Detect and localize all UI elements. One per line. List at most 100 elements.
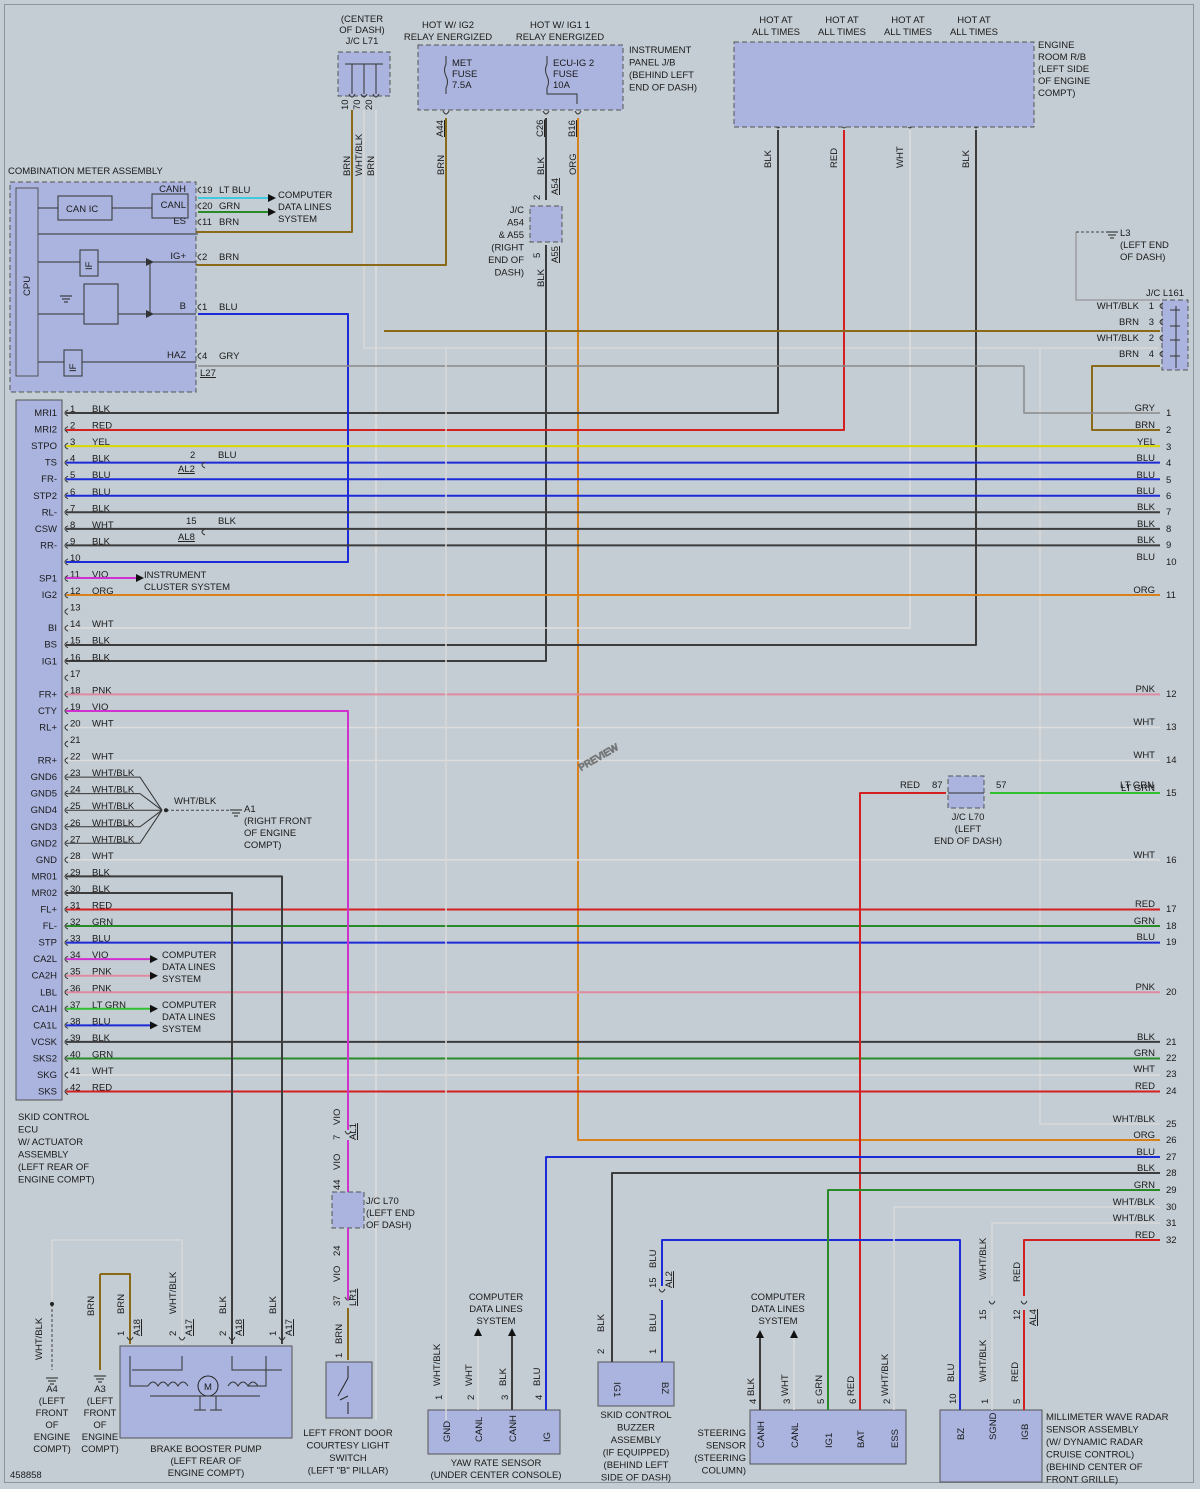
jc-l70-wire-label: LT GRN xyxy=(1120,780,1154,791)
right-edge-wire-label: WHT xyxy=(1133,1064,1155,1075)
brake-booster-pump-label: BRAKE BOOSTER PUMP xyxy=(150,1444,261,1455)
yaw-rate-sensor-box xyxy=(427,1409,561,1455)
al1-connector xyxy=(344,1130,352,1135)
meter-pin-number: 4 xyxy=(202,351,207,362)
ecu-wire-label: WHT xyxy=(92,619,114,630)
ecu-wire-label: BLU xyxy=(92,470,111,481)
engine-room-rb-label: (LEFT SIDE xyxy=(1038,64,1089,75)
ecu-pin-number: 27 xyxy=(70,834,81,845)
a4-location-label: (LEFT xyxy=(39,1396,66,1407)
right-edge-pin-number: 23 xyxy=(1166,1069,1177,1080)
yaw-terminal-label: CANL xyxy=(474,1417,485,1442)
door-switch-label: LEFT FRONT DOOR xyxy=(303,1428,393,1439)
right-edge-wire-label: GRN xyxy=(1134,1180,1155,1191)
ecu-pin-number: 28 xyxy=(70,851,81,862)
right-edge-pin-number: 11 xyxy=(1166,590,1176,601)
meter-wire-label: GRY xyxy=(219,351,240,362)
if-label: IF xyxy=(68,363,79,372)
ecu-pin-number: 35 xyxy=(70,967,81,978)
right-edge-pin-number: 30 xyxy=(1166,1202,1177,1213)
al2b-connector xyxy=(658,1288,666,1293)
ecu-connector xyxy=(64,690,69,698)
a3-location-label: OF xyxy=(93,1420,106,1431)
steering-pin: 6 xyxy=(848,1399,859,1404)
ecu-pin-number: 16 xyxy=(70,652,81,663)
ecu-terminal-label: TS xyxy=(45,458,57,469)
right-edge-pin-number: 28 xyxy=(1166,1168,1177,1179)
ecu-wire-label: WHT xyxy=(92,718,114,729)
door-switch-label: SWITCH xyxy=(329,1453,367,1464)
computer-data-lines-label: DATA LINES xyxy=(469,1304,523,1315)
al2-pin: 2 xyxy=(190,450,195,461)
skid-control-ecu-label: W/ ACTUATOR xyxy=(18,1137,83,1148)
ecu-fuse-symbol xyxy=(545,56,578,104)
met-fuse-symbol xyxy=(444,56,448,94)
ecu-connector xyxy=(64,426,69,433)
ecu-connector xyxy=(64,773,69,781)
meter-pin-number: 2 xyxy=(202,252,207,263)
right-edge-wire-label: GRY xyxy=(1135,403,1156,414)
abs-wire-label: RED xyxy=(829,148,840,168)
ecu-terminal-label: MRI2 xyxy=(34,425,57,436)
lr1-pin: 37 xyxy=(332,1295,343,1306)
ecu-wire-label: PNK xyxy=(92,983,112,994)
right-edge-wire-label: GRN xyxy=(1134,916,1155,927)
ecu-terminal-label: MRI1 xyxy=(34,408,57,419)
jc-l161-connector xyxy=(1159,350,1164,358)
wire-mr01-blk xyxy=(66,875,283,1344)
computer-data-lines-label: COMPUTER xyxy=(278,190,333,201)
right-edge-pin-number: 3 xyxy=(1166,442,1171,453)
ecu-wire-label: BLK xyxy=(92,636,111,647)
booster-connector xyxy=(126,1336,134,1341)
booster-pin: 1 xyxy=(268,1331,279,1336)
ecu-terminal-label: GND xyxy=(36,855,57,866)
ecu-connector xyxy=(64,492,69,500)
al8-pin: 15 xyxy=(186,516,197,527)
door-wire-label: BRN xyxy=(334,1324,345,1344)
meter-pin-name: CANL xyxy=(161,200,186,211)
ecu-terminal-label: CSW xyxy=(35,524,57,535)
ecu-connector xyxy=(64,757,69,764)
ipjb-connector xyxy=(442,110,450,115)
meter-wire-label: BRN xyxy=(219,252,239,263)
ecu-terminal-label: RL- xyxy=(42,507,57,518)
radar-terminal-label: IGB xyxy=(1020,1424,1031,1440)
ecu-connector xyxy=(64,475,69,483)
yaw-wire-label: BLU xyxy=(532,1367,543,1386)
jc-l70-bot-pin: 24 xyxy=(332,1245,343,1256)
booster-connector xyxy=(178,1336,186,1341)
ecu-terminal-label: LBL xyxy=(40,987,57,998)
meter-pin-name: HAZ xyxy=(167,350,186,361)
ecu-pin-number: 17 xyxy=(70,669,81,680)
right-edge-pin-number: 1 xyxy=(1166,408,1171,419)
skid-buzzer-label: BUZZER xyxy=(617,1423,655,1434)
radar-wire-label: RED xyxy=(1010,1362,1021,1382)
ecu-pin-number: 39 xyxy=(70,1033,81,1044)
ecu-pin-number: 10 xyxy=(70,553,81,564)
al2-label: AL2 xyxy=(178,464,195,475)
steering-wire-label: GRN xyxy=(814,1375,825,1396)
computer-data-lines-label: COMPUTER xyxy=(751,1292,806,1303)
ecu-pin-number: 12 xyxy=(70,586,81,597)
right-edge-wire-label: BRN xyxy=(1135,420,1155,431)
ecu-connector xyxy=(64,657,69,665)
meter-pin-name: IG+ xyxy=(170,251,186,262)
skid-buzzer-label: (BEHIND LEFT xyxy=(604,1460,669,1471)
radar-sensor-label: (BEHIND CENTER OF xyxy=(1046,1462,1143,1473)
l3-location: OF DASH) xyxy=(1120,252,1165,263)
right-edge-wire-label: RED xyxy=(1135,1081,1155,1092)
booster-pin: 2 xyxy=(168,1331,179,1336)
steering-sensor-label: SENSOR xyxy=(706,1441,746,1452)
cdls-arrow-icon xyxy=(508,1328,516,1336)
ecu-pin-number: 36 xyxy=(70,983,81,994)
right-edge-pin-number: 25 xyxy=(1166,1119,1177,1130)
booster-connector xyxy=(278,1336,286,1341)
skid-buzzer-label: SKID CONTROL xyxy=(600,1410,671,1421)
ecu-pin-number: 13 xyxy=(70,603,81,614)
ecu-connector xyxy=(64,575,69,582)
meter-connector xyxy=(197,218,202,226)
wire-red-l70 xyxy=(859,792,946,1420)
meter-connector xyxy=(197,352,202,360)
right-edge-pin-number: 17 xyxy=(1166,904,1177,915)
a1-location-label: (RIGHT FRONT xyxy=(244,816,312,827)
